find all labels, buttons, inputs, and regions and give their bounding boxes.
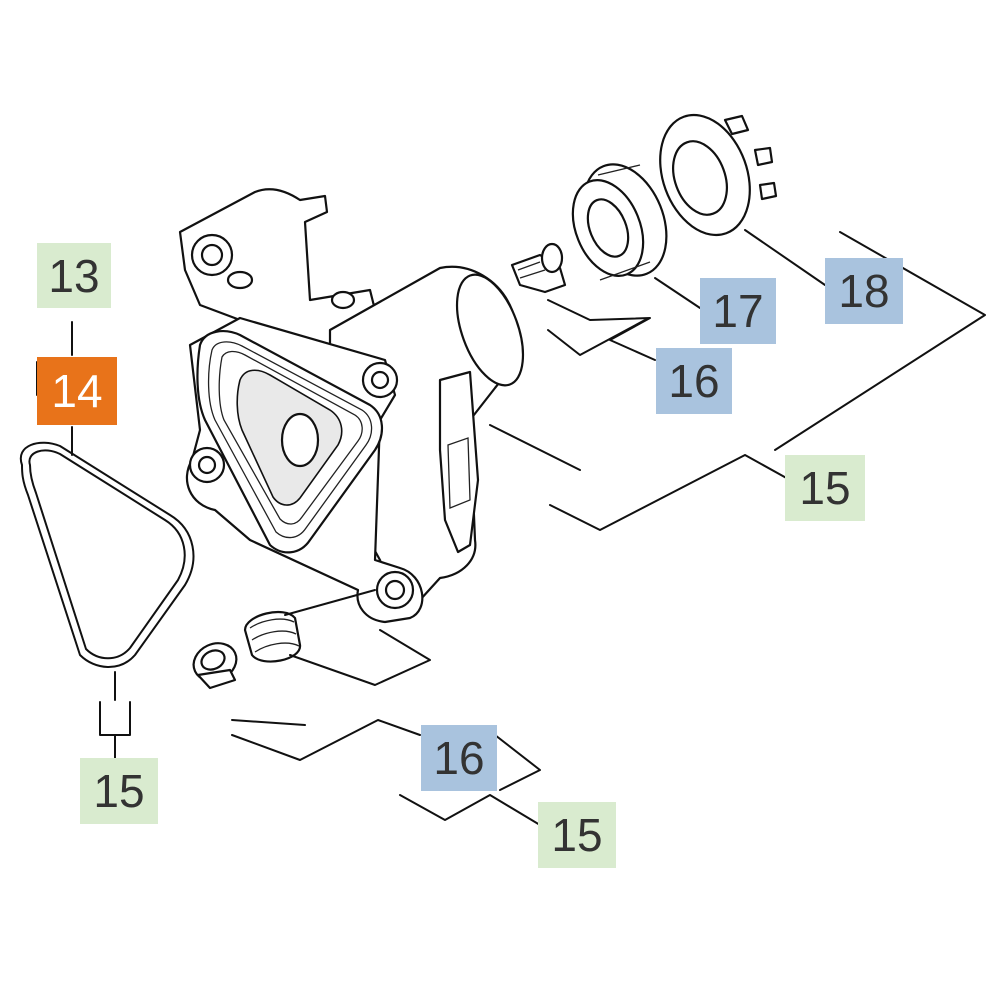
callout-13: 13 <box>37 243 111 308</box>
triangular-gasket <box>19 441 195 668</box>
callout-18: 18 <box>825 258 903 324</box>
callout-15-left: 15 <box>80 758 158 824</box>
cap-part-18 <box>659 113 778 237</box>
callout-15-right: 15 <box>785 455 865 521</box>
callout-17: 17 <box>700 278 776 344</box>
pin-part-16-upper <box>510 242 567 294</box>
washer-part <box>192 642 238 690</box>
bearing-part-17 <box>571 163 668 281</box>
spring-part <box>243 610 302 663</box>
callout-14: 14 <box>37 357 117 425</box>
callout-15-bottom: 15 <box>538 802 616 868</box>
callout-16-top: 16 <box>656 348 732 414</box>
pump-housing <box>178 188 525 624</box>
callout-16-bottom: 16 <box>421 725 497 791</box>
